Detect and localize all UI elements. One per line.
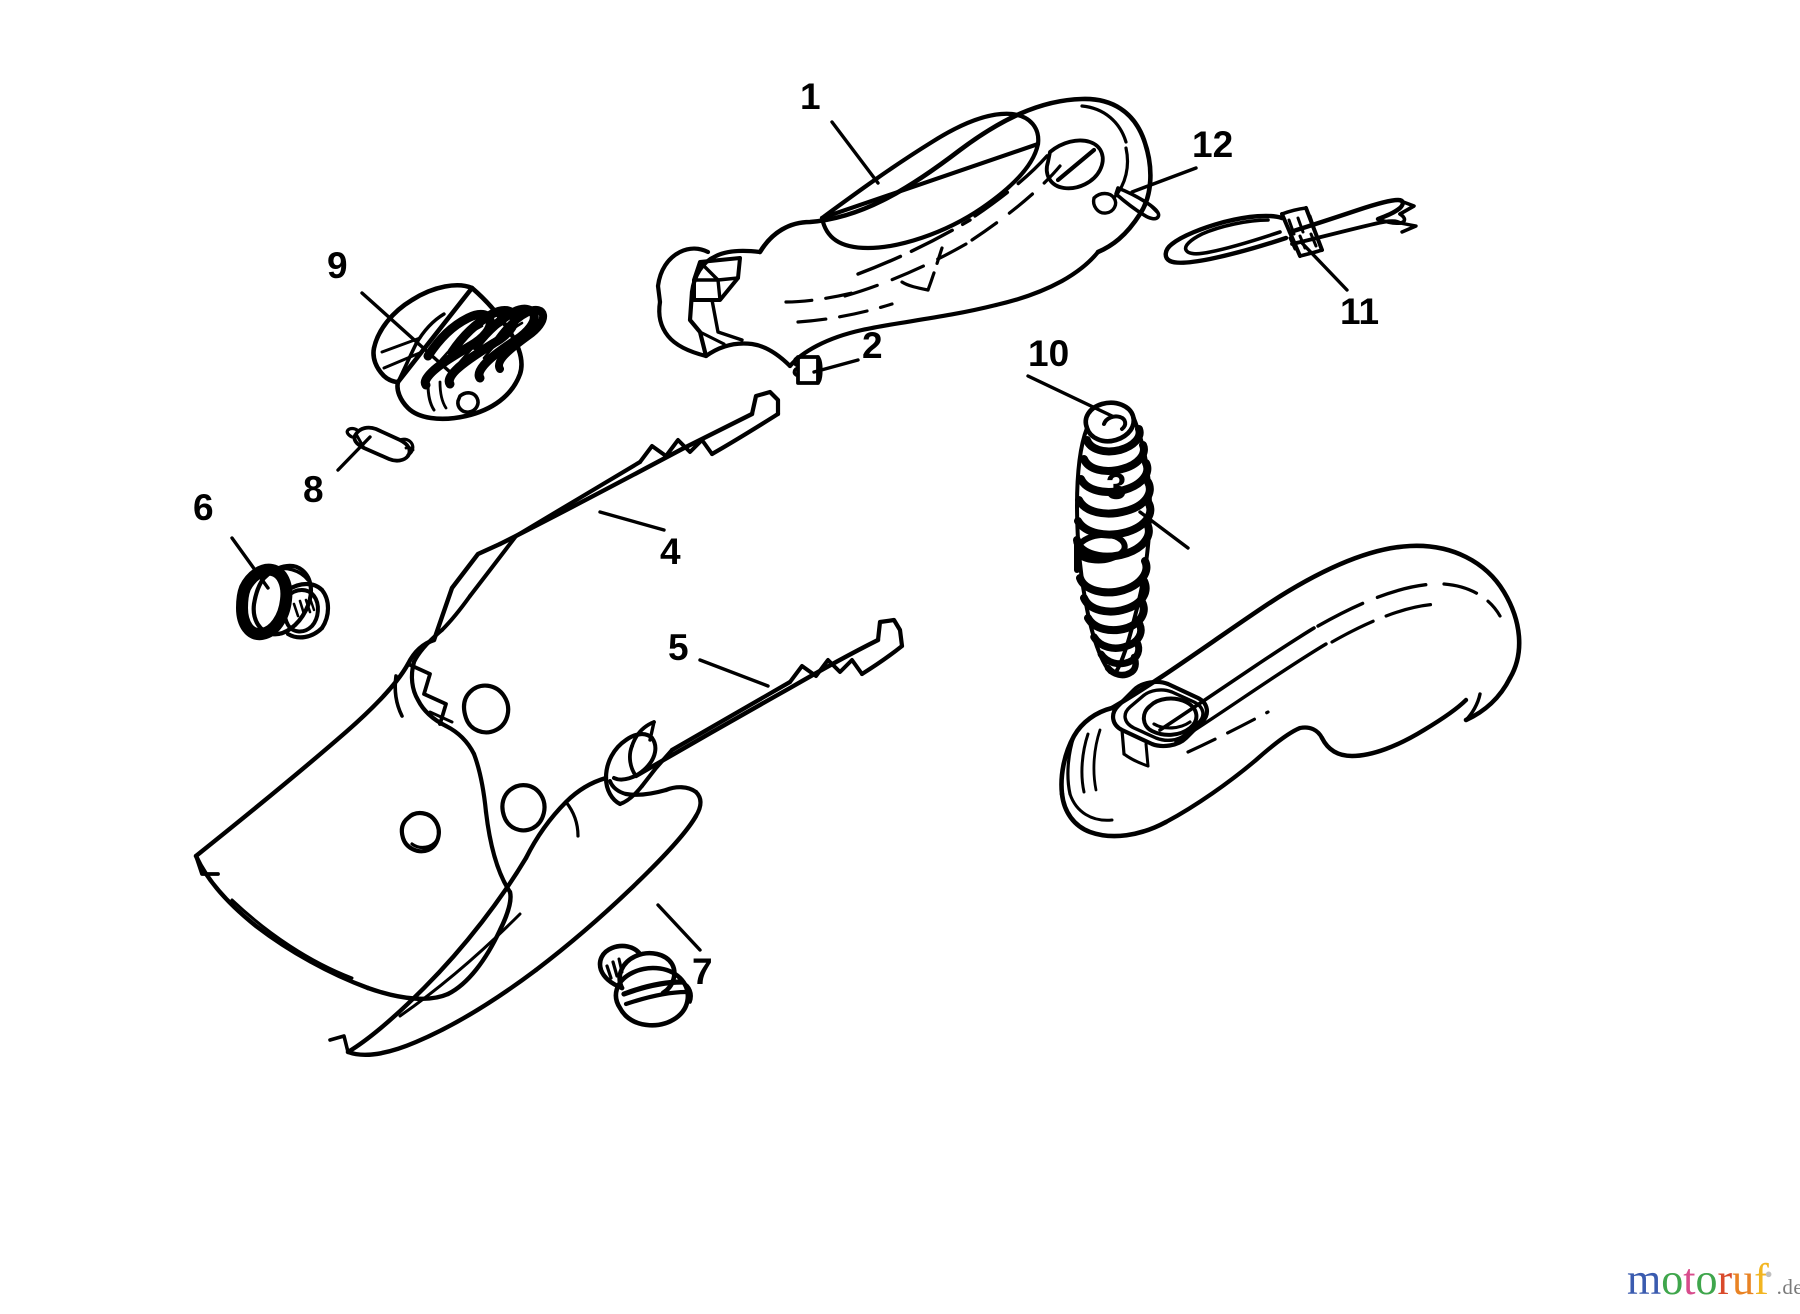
part-7-slotted-screw [597,943,693,1028]
logo-dot-mark: ● [1764,1266,1773,1282]
part-6-flanged-bushing [236,563,331,641]
part-2-sleeve-bushing [792,355,823,385]
callout-number-5: 5 [668,627,689,668]
callout-number-1: 1 [800,76,821,117]
callout-number-2: 2 [862,325,883,366]
part-5-blade-lower [328,617,905,1057]
logo-letter-o2: o [1695,1255,1718,1304]
part-9-ribbed-end-cap [371,283,548,422]
logo-letter-t: t [1683,1255,1696,1304]
logo-suffix: .de [1776,1275,1800,1299]
part-3-handle-lower-half [1059,543,1522,839]
callout-number-6: 6 [193,487,214,528]
part-10-coil-spring [1073,400,1155,679]
part-12-pivot-pin [1114,186,1161,221]
callout-number-10: 10 [1028,333,1070,374]
callout-number-3: 3 [1106,466,1127,507]
logo-letter-u: u [1732,1255,1755,1304]
callout-number-7: 7 [692,951,713,992]
callout-number-9: 9 [327,245,348,286]
callout-number-4: 4 [660,531,681,572]
part-4-blade-upper [193,389,781,1001]
logo-letter-f: f [1754,1255,1769,1304]
callout-number-12: 12 [1192,124,1234,165]
callout-number-11: 11 [1340,291,1380,332]
logo-letter-m: m [1627,1255,1662,1304]
logo-letter-r: r [1717,1255,1733,1304]
callout-leader-lines [230,120,1349,952]
logo-letter-o1: o [1661,1255,1684,1304]
callout-number-8: 8 [303,469,324,510]
motoruf-watermark-logo: motoruf●.de [1627,1258,1800,1302]
part-1-handle-upper-half [655,96,1153,369]
